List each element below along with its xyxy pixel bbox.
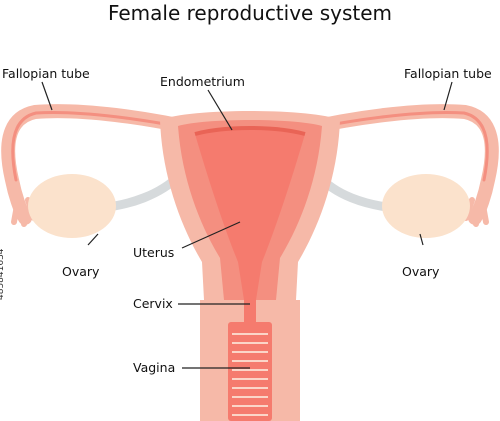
label-cervix: Cervix (133, 296, 173, 311)
stock-id-text: 485841634 (0, 248, 6, 300)
ovary-left (28, 174, 116, 238)
fallopian-tube-right-inner (298, 110, 489, 182)
label-endometrium: Endometrium (160, 74, 245, 89)
fallopian-tube-left (1, 104, 207, 225)
leader-endometrium (207, 89, 233, 131)
leader-lines (41, 81, 453, 369)
uterine-cavity (195, 129, 305, 300)
leader-ovary-right (419, 233, 424, 246)
leader-ovary-left (87, 233, 99, 246)
endometrium-layer (194, 126, 306, 136)
leader-fallopian-right (443, 81, 453, 111)
ovary-right (382, 174, 470, 238)
label-vagina: Vagina (133, 360, 176, 375)
fallopian-tube-right (293, 104, 499, 225)
leader-fallopian-left (41, 81, 53, 111)
cervical-canal (244, 262, 256, 322)
label-ovary-right: Ovary (402, 264, 440, 279)
diagram-title: Female reproductive system (107, 1, 393, 25)
label-fallopian-tube-right: Fallopian tube (404, 66, 492, 81)
label-uterus: Uterus (133, 245, 175, 260)
fallopian-tube-left-inner (11, 110, 202, 182)
leader-uterus (181, 221, 241, 249)
label-ovary-left: Ovary (62, 264, 100, 279)
label-fallopian-tube-left: Fallopian tube (2, 66, 90, 81)
vaginal-rugae (232, 333, 268, 416)
